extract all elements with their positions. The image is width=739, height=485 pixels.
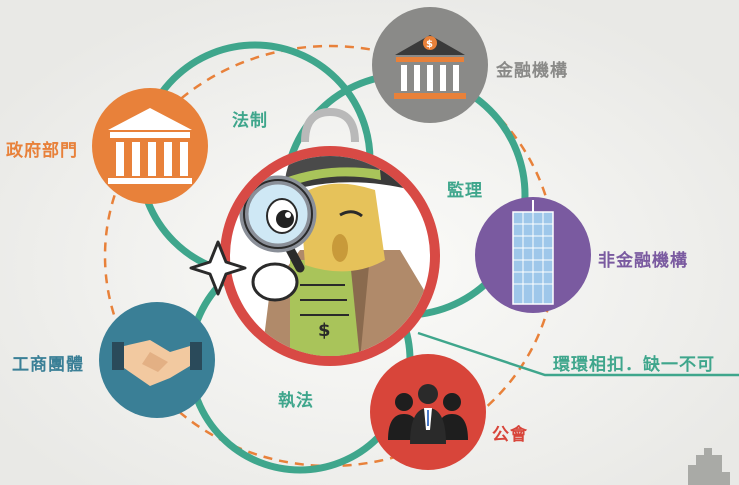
skyline-decoration — [688, 448, 730, 485]
nonfinancial-label: 非金融機構 — [598, 251, 688, 271]
skyscraper-icon — [512, 200, 554, 305]
legal-link-label: 法制 — [232, 111, 268, 131]
sparkle-icon — [189, 240, 247, 296]
bank-icon: $ — [394, 35, 466, 99]
government-label: 政府部門 — [6, 141, 78, 161]
supervision-link-label: 監理 — [447, 181, 483, 201]
svg-text:$: $ — [318, 320, 331, 341]
business-node — [99, 302, 215, 418]
financial-label: 金融機構 — [496, 61, 568, 81]
government-node — [92, 88, 208, 204]
tagline: 環環相扣．缺一不可 — [553, 355, 715, 375]
people-group-icon — [388, 384, 468, 444]
government-building-icon — [108, 108, 192, 184]
association-label: 公會 — [492, 425, 528, 445]
tagline-connector — [417, 331, 739, 377]
business-label: 工商團體 — [12, 355, 84, 375]
svg-text:$: $ — [426, 39, 433, 50]
handshake-icon — [112, 340, 202, 386]
padlock-shackle — [301, 107, 359, 143]
financial-node: $ — [372, 7, 488, 123]
association-node — [370, 354, 486, 470]
nonfinancial-node — [475, 197, 591, 313]
enforcement-link-label: 執法 — [278, 391, 314, 411]
center-badge: $ — [189, 107, 440, 366]
